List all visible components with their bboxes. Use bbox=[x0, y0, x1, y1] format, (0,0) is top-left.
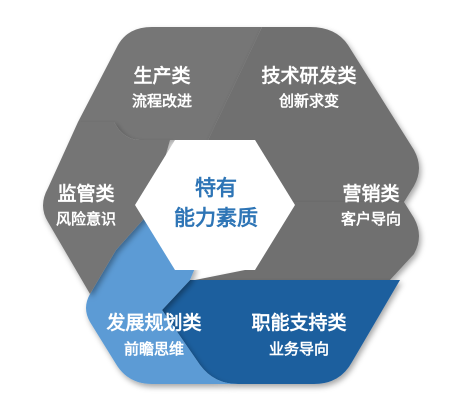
center-title-line1: 特有 bbox=[195, 176, 237, 200]
center-title-line2: 能力素质 bbox=[174, 206, 258, 230]
tech-rd-title: 技术研发类 bbox=[261, 64, 356, 87]
marketing-title: 营销类 bbox=[342, 182, 399, 205]
tech-rd-subtitle: 创新求变 bbox=[278, 92, 339, 110]
production-subtitle: 流程改进 bbox=[132, 92, 192, 110]
segment-tech-rd bbox=[208, 27, 419, 202]
production-title: 生产类 bbox=[133, 64, 190, 87]
marketing-subtitle: 客户导向 bbox=[340, 210, 401, 228]
center-hexagon bbox=[135, 140, 295, 270]
segment-functional-support bbox=[162, 280, 400, 384]
segment-supervision bbox=[43, 122, 170, 294]
supervision-subtitle: 风险意识 bbox=[56, 210, 116, 228]
development-planning-subtitle: 前瞻思维 bbox=[124, 340, 184, 358]
functional-support-subtitle: 业务导向 bbox=[269, 340, 329, 358]
functional-support-title: 职能支持类 bbox=[251, 311, 346, 334]
development-planning-title: 发展规划类 bbox=[105, 311, 201, 334]
supervision-title: 监管类 bbox=[57, 182, 114, 205]
segment-development-planning bbox=[86, 212, 238, 384]
segment-marketing bbox=[195, 202, 419, 280]
segment-production bbox=[78, 27, 262, 140]
